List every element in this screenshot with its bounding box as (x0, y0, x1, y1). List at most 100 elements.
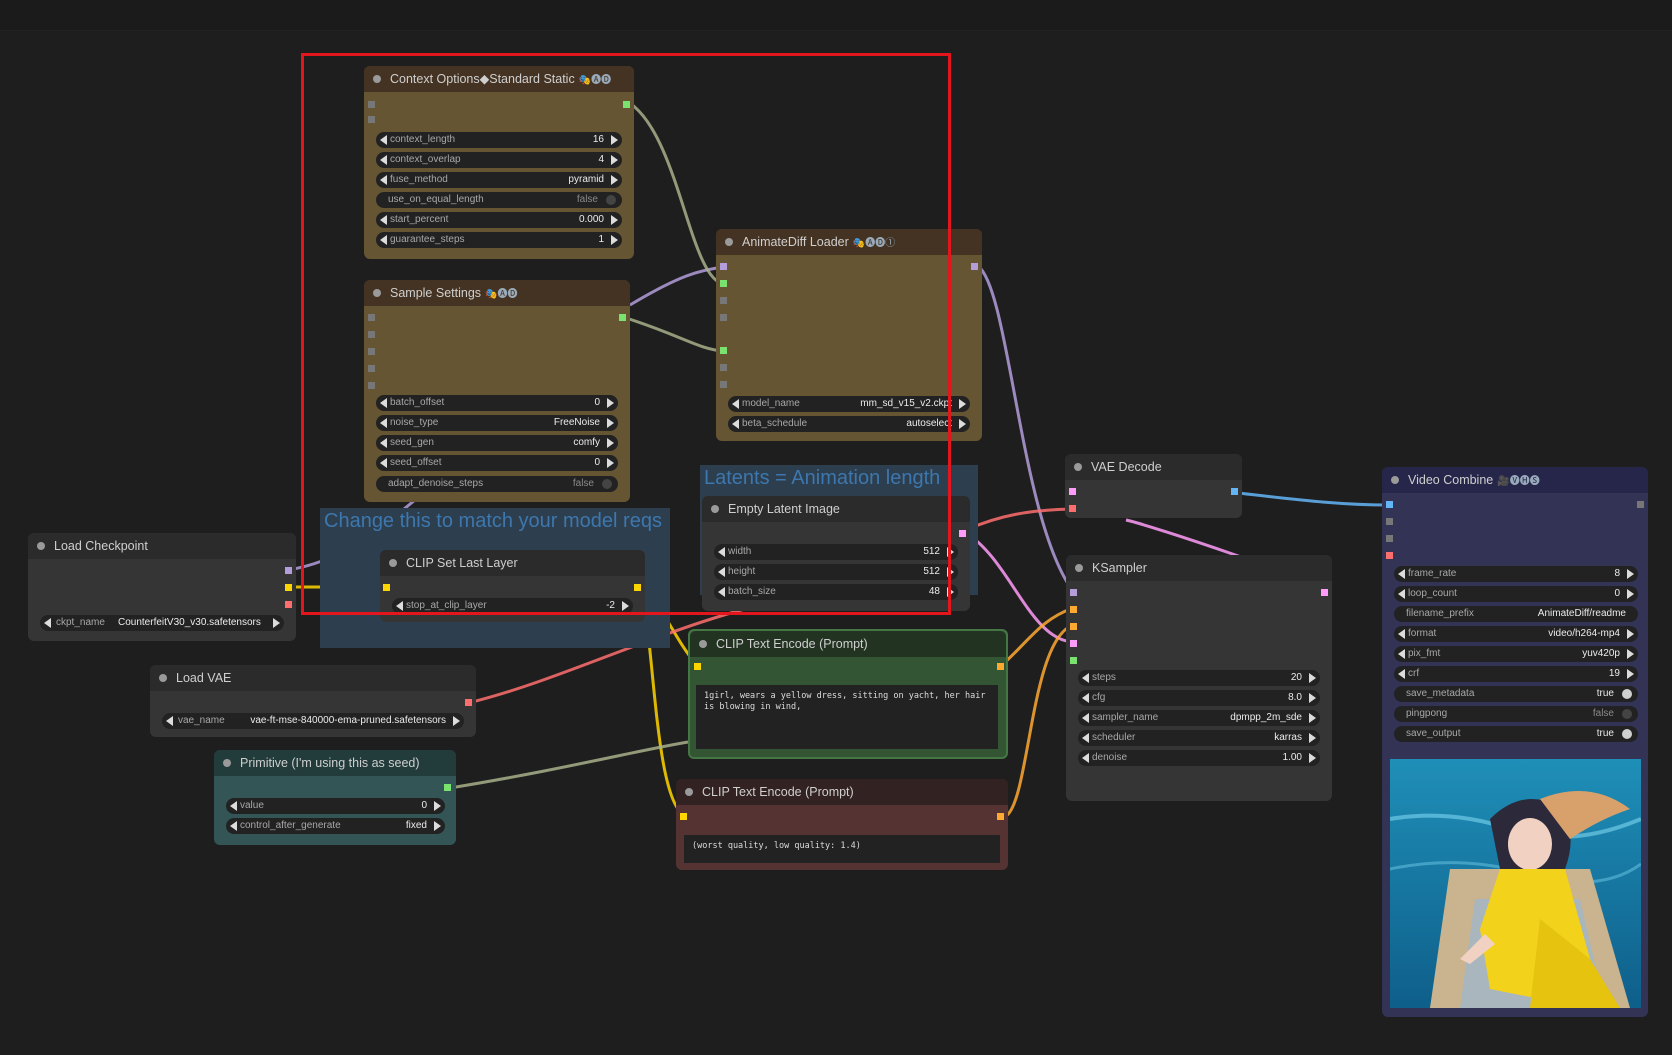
arrow-left-icon[interactable] (230, 801, 237, 811)
arrow-right-icon[interactable] (434, 801, 441, 811)
collapse-dot-icon[interactable] (373, 289, 381, 297)
arrow-right-icon[interactable] (1627, 649, 1634, 659)
node-vae-decode[interactable]: VAE Decode (1065, 454, 1242, 518)
input-slot-model[interactable] (1070, 589, 1077, 596)
node-primitive[interactable]: Primitive (I'm using this as seed) value… (214, 750, 456, 845)
latent-wire[interactable] (965, 531, 1074, 644)
node-title[interactable]: CLIP Text Encode (Prompt) (676, 779, 1008, 805)
arrow-left-icon[interactable] (718, 547, 725, 557)
arrow-left-icon[interactable] (380, 175, 387, 185)
node-title[interactable]: VAE Decode (1065, 454, 1242, 480)
image-wire[interactable] (1237, 491, 1391, 507)
arrow-left-icon[interactable] (1398, 569, 1405, 579)
arrow-left-icon[interactable] (380, 235, 387, 245)
arrow-right-icon[interactable] (453, 716, 460, 726)
input-slot[interactable] (720, 314, 727, 321)
output-slot-vae[interactable] (465, 699, 472, 706)
arrow-right-icon[interactable] (1309, 693, 1316, 703)
input-slot-clip[interactable] (383, 584, 390, 591)
pos-wire[interactable] (999, 606, 1074, 668)
output-slot[interactable] (623, 101, 630, 108)
arrow-left-icon[interactable] (1082, 733, 1089, 743)
toggle-dot-icon[interactable] (1622, 729, 1632, 739)
node-title[interactable]: Load Checkpoint (28, 533, 296, 559)
model-wire-3[interactable] (976, 264, 1075, 592)
arrow-left-icon[interactable] (1398, 629, 1405, 639)
arrow-left-icon[interactable] (1082, 753, 1089, 763)
arrow-right-icon[interactable] (1627, 629, 1634, 639)
arrow-right-icon[interactable] (607, 398, 614, 408)
arrow-right-icon[interactable] (622, 601, 629, 611)
input-slot[interactable] (368, 116, 375, 123)
context-wire[interactable] (630, 102, 725, 286)
collapse-dot-icon[interactable] (223, 759, 231, 767)
arrow-left-icon[interactable] (44, 618, 51, 628)
output-slot-latent[interactable] (1321, 589, 1328, 596)
input-slot-seed[interactable] (1070, 657, 1077, 664)
input-slot[interactable] (720, 297, 727, 304)
arrow-left-icon[interactable] (380, 458, 387, 468)
arrow-left-icon[interactable] (380, 438, 387, 448)
input-slot[interactable] (1386, 535, 1393, 542)
arrow-right-icon[interactable] (1309, 713, 1316, 723)
vae-wire[interactable] (471, 603, 761, 704)
input-slot[interactable] (368, 348, 375, 355)
toggle-dot-icon[interactable] (606, 195, 616, 205)
node-title[interactable]: KSampler (1066, 555, 1332, 581)
arrow-right-icon[interactable] (273, 618, 280, 628)
toggle-dot-icon[interactable] (1622, 689, 1632, 699)
input-slot-positive[interactable] (1070, 606, 1077, 613)
collapse-dot-icon[interactable] (711, 505, 719, 513)
input-slot[interactable] (368, 314, 375, 321)
arrow-left-icon[interactable] (380, 215, 387, 225)
arrow-right-icon[interactable] (611, 155, 618, 165)
input-slot-vae[interactable] (1069, 505, 1076, 512)
node-title[interactable]: CLIP Set Last Layer (380, 550, 645, 576)
arrow-left-icon[interactable] (380, 418, 387, 428)
vae-wire-2[interactable] (965, 507, 1073, 532)
collapse-dot-icon[interactable] (699, 640, 707, 648)
output-slot-vae[interactable] (285, 601, 292, 608)
input-slot-context[interactable] (720, 280, 727, 287)
arrow-right-icon[interactable] (607, 438, 614, 448)
arrow-right-icon[interactable] (611, 235, 618, 245)
input-slot[interactable] (1386, 552, 1393, 559)
arrow-right-icon[interactable] (607, 458, 614, 468)
node-title[interactable]: CLIP Text Encode (Prompt) (690, 631, 1006, 657)
node-title[interactable]: Primitive (I'm using this as seed) (214, 750, 456, 776)
input-slot[interactable] (368, 331, 375, 338)
output-slot-conditioning[interactable] (997, 663, 1004, 670)
node-context-options[interactable]: Context Options◆Standard Static🎭🅐🅓 conte… (364, 66, 634, 259)
toggle-dot-icon[interactable] (1622, 709, 1632, 719)
toggle-dot-icon[interactable] (602, 479, 612, 489)
arrow-left-icon[interactable] (1082, 693, 1089, 703)
arrow-left-icon[interactable] (732, 419, 739, 429)
node-title[interactable]: Context Options◆Standard Static🎭🅐🅓 (364, 66, 634, 92)
input-slot-model[interactable] (720, 263, 727, 270)
